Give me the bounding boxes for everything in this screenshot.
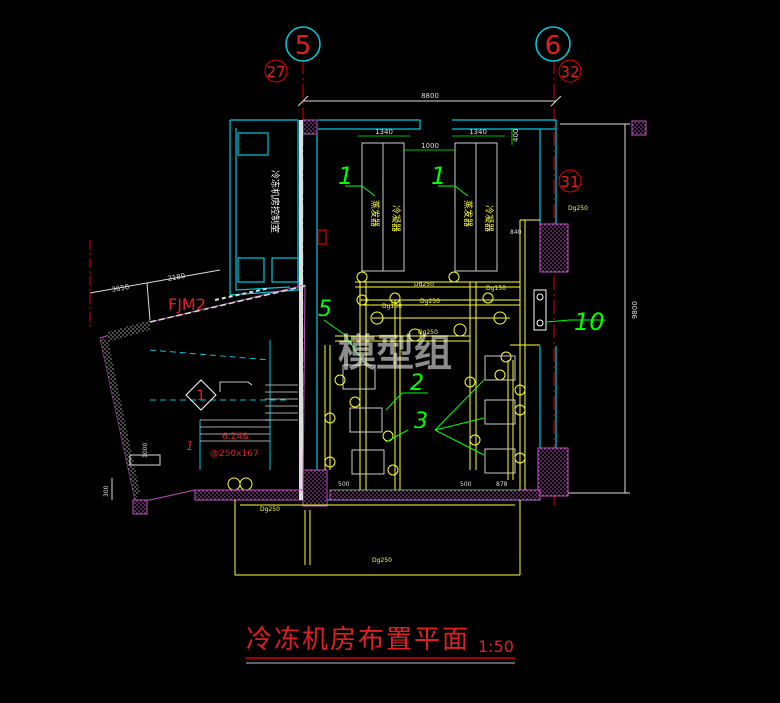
- fjm2-door: 3650 2180 FJM2: [89, 240, 221, 330]
- stair-symbol: 1: [197, 388, 206, 404]
- svg-text:1340: 1340: [375, 128, 393, 136]
- pipe-labels: Dg250 Dg250 Dg250 Dg250 Dg250 Dg250 Dg15…: [260, 205, 588, 564]
- pumps: [342, 355, 516, 475]
- svg-text:@250x167: @250x167: [210, 449, 259, 459]
- title-scale: 1:50: [478, 637, 514, 656]
- control-room-label: 冷冻机房控制室: [269, 170, 281, 233]
- svg-text:Dg250: Dg250: [414, 281, 434, 288]
- axis-5-ref: 27: [266, 63, 285, 81]
- callout-10: 10: [533, 289, 605, 336]
- svg-text:500: 500: [338, 481, 350, 488]
- svg-text:1: 1: [338, 162, 353, 190]
- svg-text:冷凝器: 冷凝器: [390, 205, 402, 232]
- svg-text:1340: 1340: [469, 128, 487, 136]
- top-dimension: 8800: [297, 92, 562, 107]
- fjm2-label: FJM2: [168, 295, 206, 314]
- chiller-dims: 1000 400: [404, 128, 520, 151]
- axis-5: 5 27: [264, 26, 321, 510]
- svg-text:1: 1: [186, 439, 194, 453]
- callout-1b: 1: [431, 162, 469, 197]
- axis-6: 6 32: [535, 26, 582, 510]
- title-text: 冷冻机房布置平面: [246, 625, 470, 655]
- svg-text:蒸发器: 蒸发器: [369, 200, 381, 227]
- piping: [227, 219, 540, 576]
- svg-text:300: 300: [103, 485, 110, 497]
- chiller-1: 蒸发器 冷凝器 1340: [358, 128, 410, 272]
- callout-3: 3: [385, 379, 485, 456]
- svg-text:6.24&: 6.24&: [222, 432, 249, 442]
- svg-text:1000: 1000: [142, 443, 149, 458]
- svg-text:5: 5: [318, 297, 332, 322]
- pump-dims: 840 500 500 878: [330, 229, 522, 491]
- svg-text:840: 840: [510, 229, 522, 236]
- svg-text:Dg250: Dg250: [372, 557, 392, 564]
- axis-31: 31: [558, 169, 582, 193]
- callout-5: 5: [318, 297, 363, 361]
- svg-text:2180: 2180: [167, 272, 186, 283]
- svg-text:500: 500: [460, 481, 472, 488]
- svg-text:1: 1: [431, 162, 446, 190]
- svg-text:400: 400: [512, 129, 520, 142]
- svg-text:9800: 9800: [631, 301, 639, 319]
- axis-6-label: 6: [545, 31, 562, 61]
- chiller-2: 蒸发器 冷凝器 1340: [452, 128, 505, 272]
- left-dims: 1000 300: [103, 443, 149, 500]
- watermark: 模型组: [338, 331, 452, 375]
- axis-6-ref: 32: [560, 63, 579, 81]
- svg-text:Dg150: Dg150: [382, 303, 402, 310]
- svg-text:Dg250: Dg250: [418, 329, 438, 336]
- svg-text:1000: 1000: [421, 142, 439, 150]
- columns: [194, 119, 569, 507]
- right-dimension: 9800: [560, 120, 647, 494]
- svg-text:3: 3: [414, 409, 428, 434]
- svg-text:冷凝器: 冷凝器: [483, 205, 495, 232]
- svg-text:Dg250: Dg250: [260, 506, 280, 513]
- svg-text:31: 31: [560, 173, 579, 191]
- axis-5-label: 5: [295, 31, 312, 61]
- svg-text:Dg250: Dg250: [568, 205, 588, 212]
- svg-text:10: 10: [574, 308, 605, 336]
- svg-text:878: 878: [496, 481, 508, 488]
- shear-wall: [299, 120, 303, 500]
- svg-text:Dg150: Dg150: [486, 285, 506, 292]
- svg-text:3650: 3650: [111, 283, 130, 294]
- callout-1a: 1: [338, 162, 376, 197]
- stair-area: 1 6.24& @250x167 1: [99, 284, 306, 515]
- drawing-title: 冷冻机房布置平面 1:50: [246, 625, 515, 664]
- svg-text:蒸发器: 蒸发器: [462, 200, 474, 227]
- callout-2: 2: [385, 371, 428, 411]
- svg-text:Dg250: Dg250: [420, 298, 440, 305]
- svg-text:2: 2: [410, 371, 424, 396]
- svg-text:8800: 8800: [421, 92, 439, 100]
